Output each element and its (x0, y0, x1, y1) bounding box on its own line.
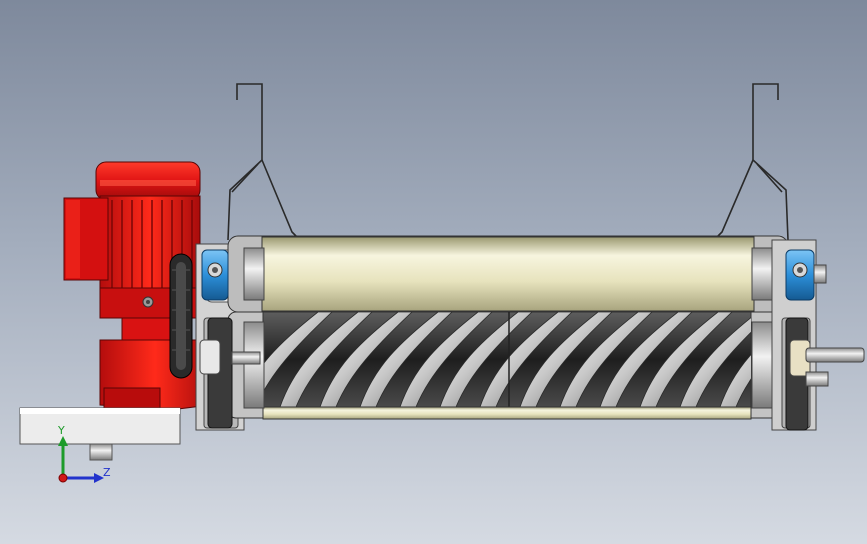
spiral-blade (719, 312, 751, 407)
spiral-blade (319, 312, 414, 407)
spiral-blade (279, 312, 374, 407)
guard-frame-right (715, 83, 789, 241)
coordinate-triad (58, 436, 104, 483)
z-axis-label: Z (103, 466, 111, 479)
spiral-blade (639, 312, 734, 407)
spiral-blade (359, 312, 454, 407)
left-lower-disc (199, 317, 261, 429)
spiral-blade (679, 312, 751, 407)
right-lower-disc (785, 317, 811, 431)
belt-drive (169, 253, 193, 379)
guard-frame-left (227, 83, 299, 241)
spiral-blade (439, 312, 534, 407)
spiral-blade (559, 312, 654, 407)
spiral-blade (519, 312, 614, 407)
spiral-blade (599, 312, 694, 407)
spiral-blade (399, 312, 494, 407)
spiral-blade (263, 312, 334, 407)
gearbox (99, 287, 211, 411)
left-bearing-housing (201, 249, 229, 301)
spiral-roller (227, 311, 789, 420)
y-axis-label: Y (58, 424, 65, 437)
shaft-end (805, 347, 865, 387)
right-bearing-housing (785, 249, 827, 301)
top-roller (227, 235, 789, 313)
mounting-plate (19, 407, 181, 461)
